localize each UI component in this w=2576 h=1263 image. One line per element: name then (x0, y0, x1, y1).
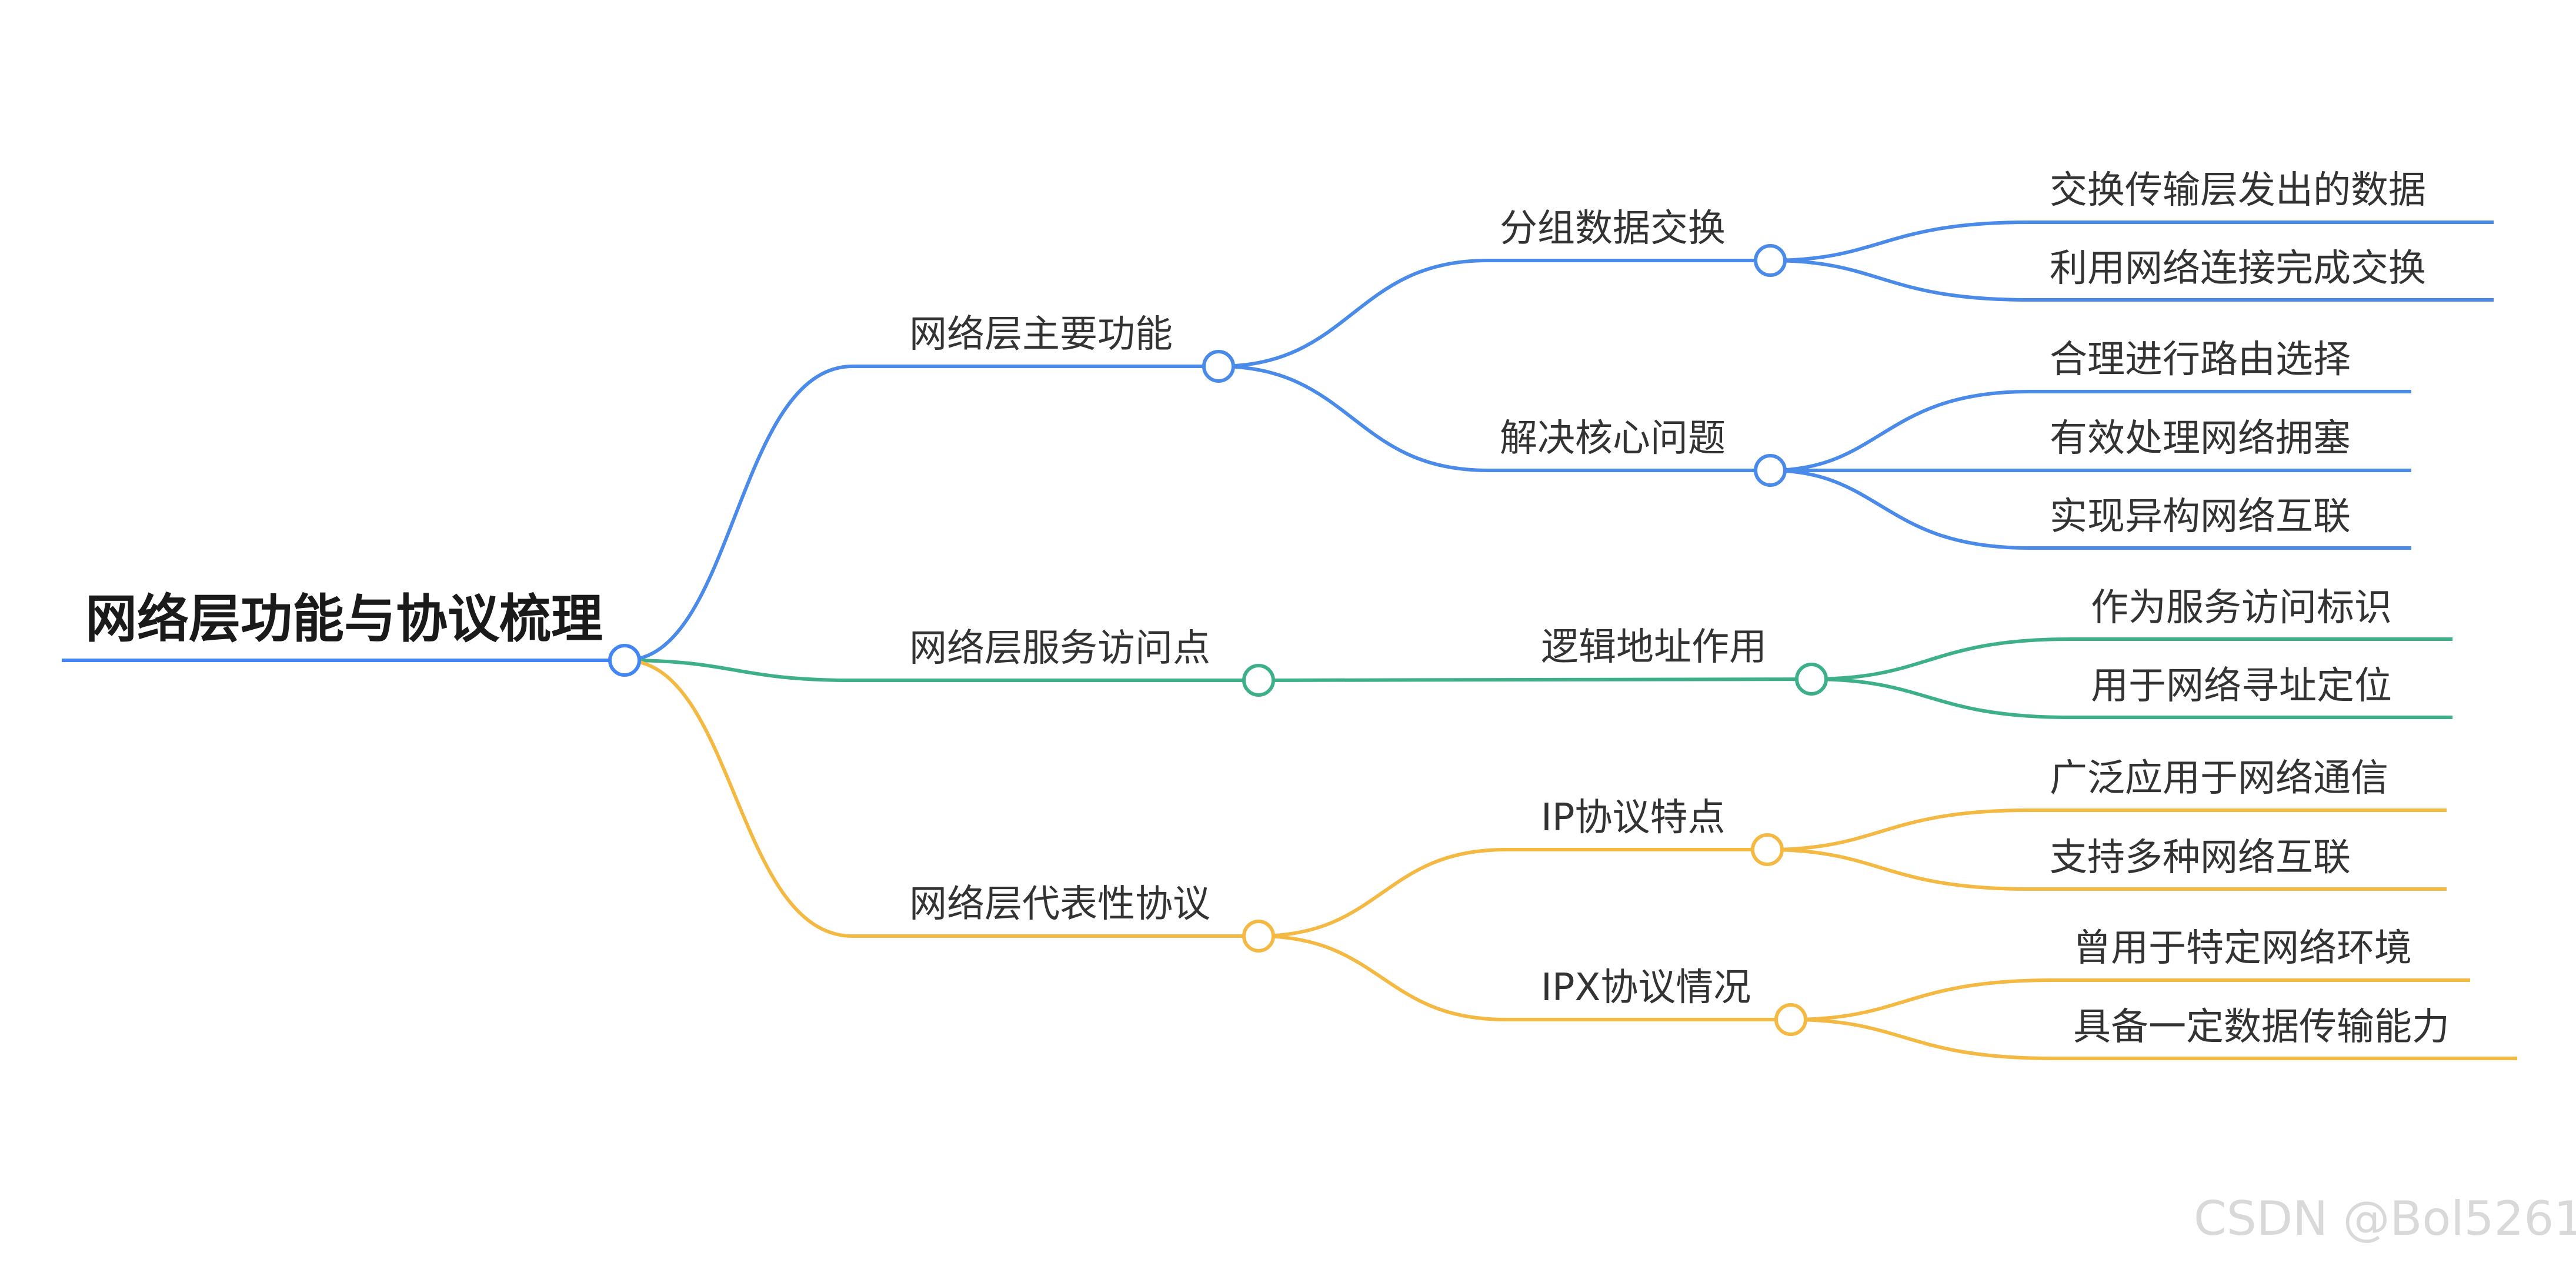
branch3-sub1-node-dot[interactable] (1751, 833, 1784, 866)
branch1-sub1-leaf2-label[interactable]: 利用网络连接完成交换 (2050, 247, 2426, 290)
links-layer (62, 220, 2517, 1060)
link-root-branch3 (624, 659, 853, 938)
branch2-node-dot[interactable] (1242, 664, 1275, 697)
link-branch1-sub2 (1218, 365, 1489, 472)
branch3-sub2-leaf2-label[interactable]: 具备一定数据传输能力 (2073, 1005, 2450, 1049)
branch1-sub1-leaf1-label[interactable]: 交换传输层发出的数据 (2050, 169, 2426, 212)
branch1-sub2-label[interactable]: 解决核心问题 (1500, 417, 1726, 460)
branch2-sub1-node-dot[interactable] (1795, 663, 1828, 696)
branch3-label[interactable]: 网络层代表性协议 (909, 883, 1210, 926)
link-branch2-sub1-leaf1 (1811, 637, 2071, 681)
branch1-sub1-node-dot[interactable] (1754, 244, 1787, 277)
branch3-sub1-leaf1-label[interactable]: 广泛应用于网络通信 (2050, 757, 2388, 800)
branch3-node-dot[interactable] (1242, 920, 1275, 953)
branch2-sub1-leaf1-label[interactable]: 作为服务访问标识 (2091, 586, 2392, 630)
link-branch1-sub1 (1218, 259, 1489, 368)
branch2-sub1-label[interactable]: 逻辑地址作用 (1541, 626, 1767, 669)
link-root-branch1 (624, 365, 853, 662)
branch1-label[interactable]: 网络层主要功能 (909, 313, 1173, 356)
branch3-sub2-leaf1-label[interactable]: 曾用于特定网络环境 (2073, 927, 2412, 970)
link-branch1-sub2-leaf1 (1770, 390, 2030, 472)
link-branch3-sub1-leaf2 (1767, 848, 2030, 891)
branch2-sub1-link (1258, 677, 1812, 682)
link-branch2-sub1-leaf2 (1811, 677, 2071, 719)
branch2-label[interactable]: 网络层服务访问点 (909, 627, 1210, 670)
branch1-node-dot[interactable] (1202, 350, 1235, 383)
link-branch1-sub1-leaf2 (1770, 259, 2030, 302)
link-branch3-sub2-leaf2 (1790, 1018, 2053, 1060)
link-branch3-sub1-leaf1 (1767, 808, 2030, 851)
branch3-sub1-leaf2-label[interactable]: 支持多种网络互联 (2050, 836, 2351, 880)
root-label[interactable]: 网络层功能与协议梳理 (85, 589, 603, 649)
link-branch3-sub2-leaf1 (1790, 978, 2053, 1021)
branch1-sub2-leaf3-label[interactable]: 实现异构网络互联 (2050, 495, 2351, 539)
branch3-sub2-node-dot[interactable] (1774, 1003, 1807, 1036)
root-node-dot[interactable] (608, 644, 641, 677)
link-branch1-sub1-leaf1 (1770, 220, 2030, 262)
branch1-sub2-leaf2-label[interactable]: 有效处理网络拥塞 (2050, 417, 2351, 460)
branch1-sub1-label[interactable]: 分组数据交换 (1500, 207, 1726, 250)
branch3-sub2-label[interactable]: IPX协议情况 (1541, 966, 1751, 1010)
dots-layer (608, 244, 1828, 1036)
labels-layer: 网络层功能与协议梳理 网络层主要功能 分组数据交换 交换传输层发出的数据 利用网… (85, 169, 2576, 1246)
watermark-text: CSDN @Bol5261 (2194, 1191, 2576, 1246)
branch1-sub2-leaf1-label[interactable]: 合理进行路由选择 (2050, 338, 2351, 382)
link-branch3-sub1 (1258, 848, 1506, 938)
branch3-sub1-label[interactable]: IP协议特点 (1541, 796, 1725, 840)
link-branch3-sub2 (1258, 934, 1506, 1021)
link-root-branch2 (624, 659, 853, 682)
branch1-sub2-node-dot[interactable] (1754, 454, 1787, 487)
link-branch1-sub2-leaf3 (1770, 469, 2030, 550)
branch2-sub1-leaf2-label[interactable]: 用于网络寻址定位 (2091, 664, 2392, 708)
